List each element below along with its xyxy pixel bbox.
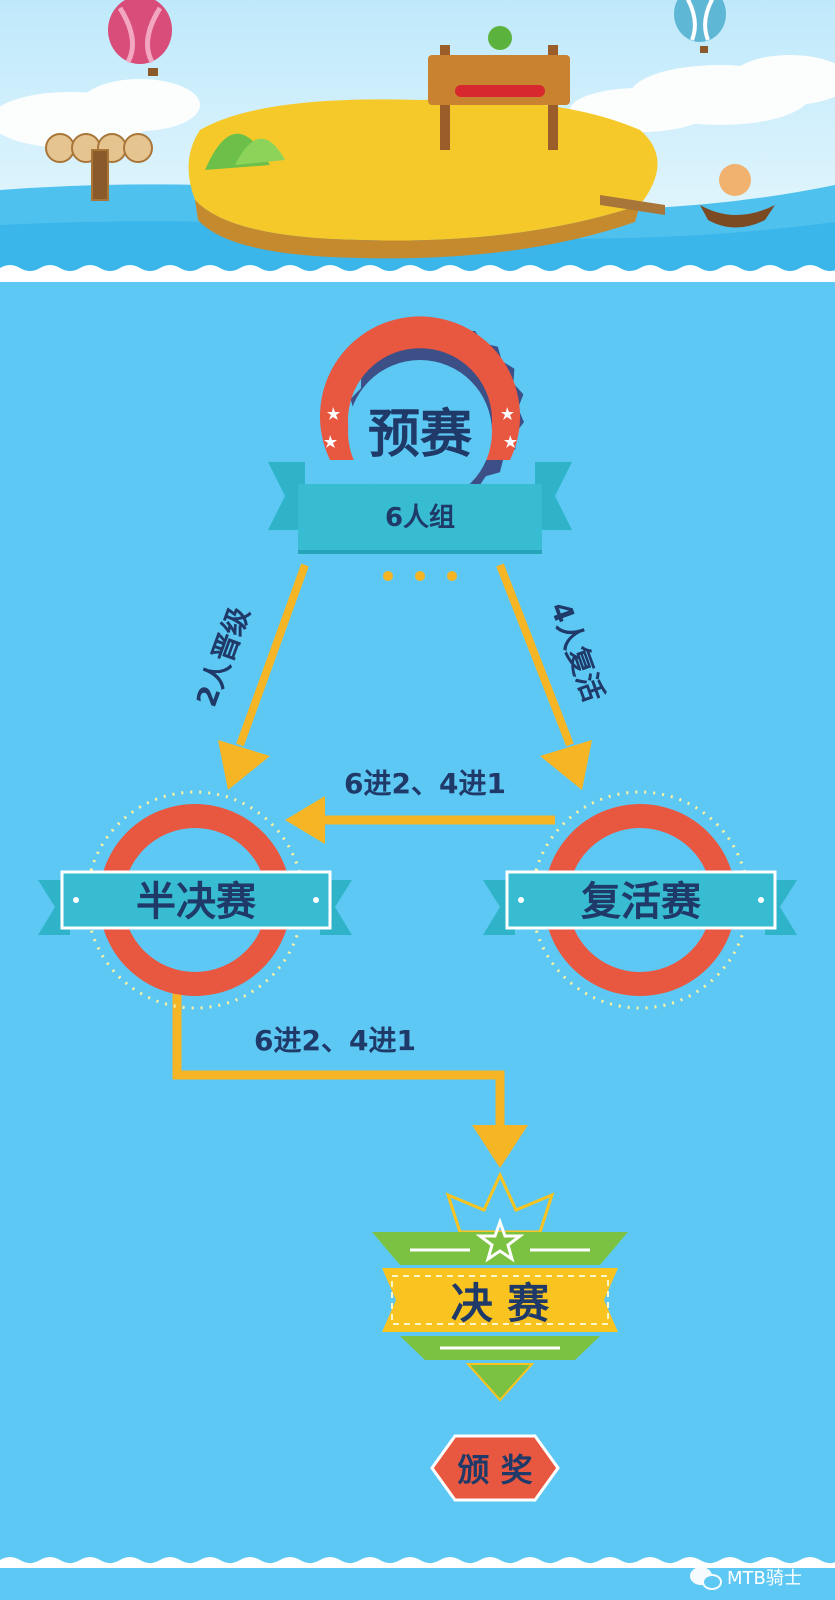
wave-divider (0, 265, 835, 282)
watermark-text: MTB骑士 (727, 1568, 802, 1589)
award-badge (430, 1434, 560, 1502)
decor-dots (383, 571, 457, 581)
ring-arc (319, 316, 520, 460)
node-award-title: 颁 奖 (457, 1451, 532, 1489)
ribbon-tail-left (268, 462, 305, 530)
final-banner (382, 1268, 618, 1332)
bottom-wave-divider (0, 1557, 835, 1568)
ribbon-tail-right (535, 462, 572, 530)
node-final-title: 决 赛 (451, 1279, 551, 1328)
node-repechage-title: 复活赛 (581, 879, 702, 925)
edge-label-prelim-to-repechage: 4人复活 (544, 597, 610, 706)
edge-label-repechage-to-semi: 6进2、4进1 (344, 767, 506, 800)
boat-icon (700, 164, 775, 228)
flow-arrows (172, 563, 592, 1168)
ribbon-banner (298, 484, 542, 550)
node-repechage: 复活赛 (483, 790, 797, 1010)
wooden-bridge-icon (45, 133, 153, 201)
node-prelim: 预赛 6人组 (268, 316, 572, 581)
balloon-icon (108, 0, 172, 76)
header-scene (0, 0, 835, 282)
signboard-icon (428, 26, 570, 150)
arrow-repechage-to-semi (285, 796, 555, 844)
semi-banner (60, 870, 332, 930)
edge-label-semi-to-final: 6进2、4进1 (254, 1024, 416, 1057)
wechat-icon (690, 1567, 722, 1590)
node-award: 颁 奖 (430, 1434, 560, 1502)
balloon-icon (674, 0, 726, 53)
repechage-banner (505, 870, 777, 930)
node-semi-title: 半决赛 (136, 879, 257, 925)
final-top-band (372, 1232, 628, 1265)
arrow-prelim-to-semi (218, 563, 309, 790)
pier-icon (600, 195, 665, 215)
node-final: 决 赛 (372, 1171, 628, 1402)
node-prelim-title: 预赛 (368, 405, 473, 465)
arrow-prelim-to-repechage (496, 563, 592, 790)
ring-stars (324, 407, 517, 448)
node-prelim-subtitle: 6人组 (385, 502, 455, 533)
edge-label-prelim-to-semi: 2人晋级 (190, 602, 256, 711)
node-semi: 半决赛 (38, 790, 352, 1010)
island (188, 99, 658, 241)
star-icon (475, 1217, 525, 1263)
arrow-semi-to-final (172, 975, 528, 1168)
